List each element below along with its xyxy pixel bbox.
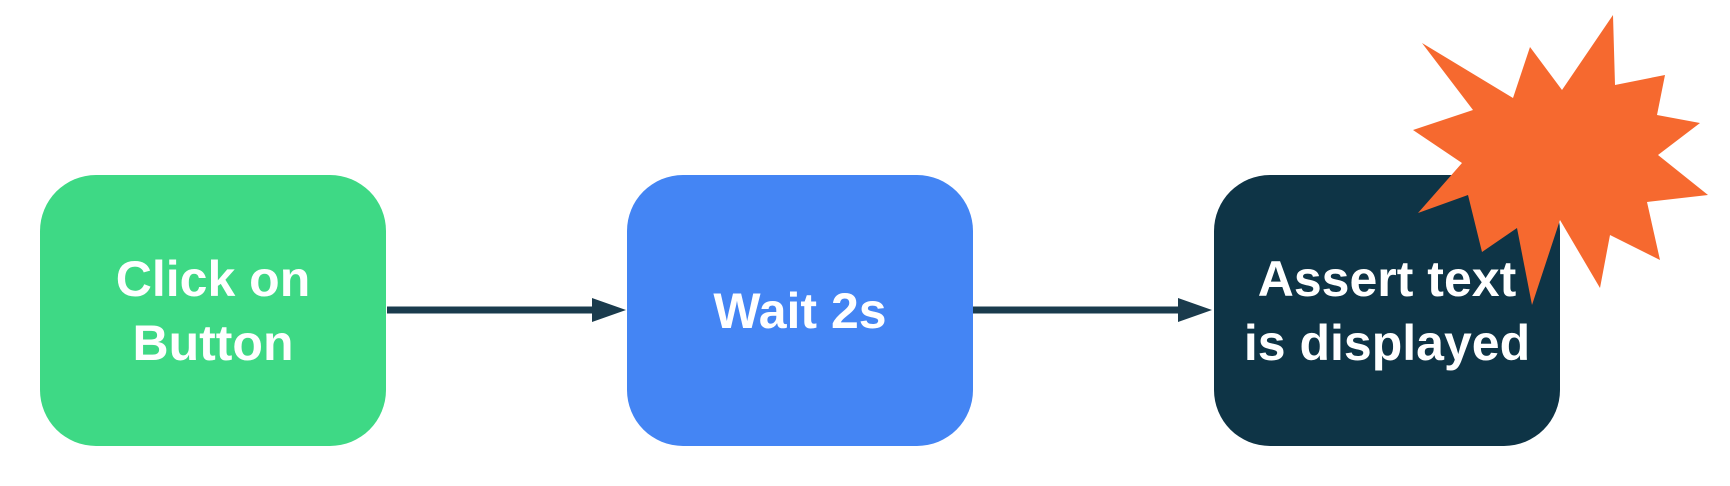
step-label-line: Wait 2s: [713, 282, 887, 339]
step-label-line: is displayed: [1243, 314, 1531, 371]
step-node-click-on-button: Click on Button: [40, 175, 386, 446]
step-label-line: Button: [132, 314, 294, 371]
step-label-line: Assert text: [1257, 250, 1517, 307]
connector-arrow-icon: [973, 298, 1212, 322]
step-label-line: Click on: [115, 250, 311, 307]
connector-arrow-icon: [387, 298, 626, 322]
step-node-wait-2s: Wait 2s: [627, 175, 973, 446]
step-node-assert-text-displayed: Assert text is displayed: [1214, 175, 1560, 446]
